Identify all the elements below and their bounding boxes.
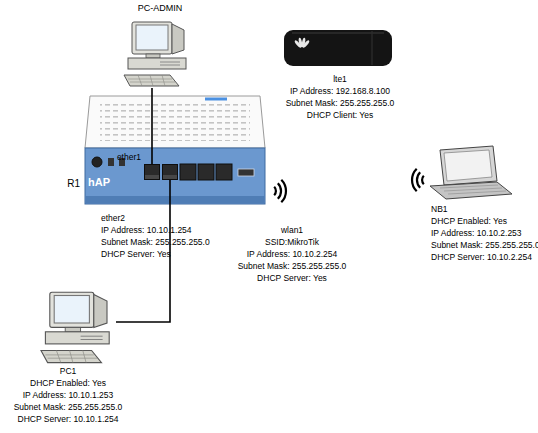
lte-dongle-body [284, 30, 392, 66]
device-text: DHCP Server: 10.10.1.254 [3, 414, 133, 425]
computer-node: PC1DHCP Enabled: YesIP Address: 10.10.1.… [38, 288, 116, 360]
device-text: DHCP Server: Yes [212, 273, 372, 284]
router-base [86, 196, 265, 204]
brand-label: hAP [88, 176, 122, 188]
power-jack [92, 157, 102, 167]
dongle-highlight [292, 32, 384, 33]
ethernet-cable [151, 88, 153, 164]
device-text: IP Address: 10.10.2.254 [212, 249, 372, 260]
router-front [85, 148, 265, 204]
router-led-strip [205, 98, 227, 101]
laptop-base [430, 182, 512, 199]
ethernet-port [198, 164, 214, 180]
device-text: Subnet Mask: 255.255.255.0 [260, 98, 420, 109]
laptop-lid [440, 146, 497, 185]
device-text: ether2 [101, 213, 241, 224]
admin-computer-icon [124, 22, 186, 86]
pc1-computer-icon [41, 292, 109, 362]
device-text: lte1 [260, 74, 420, 85]
router-vents [100, 103, 250, 141]
device-text: R1 [50, 178, 80, 189]
device-text: wlan1 [212, 225, 372, 236]
device-text: DHCP Client: Yes [260, 110, 420, 121]
device-text: Subnet Mask: 255.255.255.0 [212, 261, 372, 272]
ethernet-port [216, 164, 232, 180]
wifi-waves [274, 180, 286, 203]
laptop-screen [444, 150, 492, 181]
device-text: Subnet Mask: 255.255.255.0 [3, 402, 133, 413]
router-top [85, 96, 265, 148]
ethernet-port: ether2IP Address: 10.10.1.254Subnet Mask… [162, 164, 178, 180]
device-text: PC-ADMIN [100, 3, 220, 14]
device-text: DHCP Enabled: Yes [3, 378, 133, 389]
router-button [108, 158, 114, 166]
dongle-logo [294, 37, 310, 48]
device-text: PC1 [3, 366, 133, 377]
router-node: R1ether1ether2IP Address: 10.10.1.254Sub… [85, 96, 265, 204]
device-text: Subnet Mask: 255.255.255.0 [431, 240, 536, 251]
computer-node: PC-ADMIN [122, 20, 188, 88]
device-text: ether1 [101, 152, 141, 163]
device-text: DHCP Enabled: Yes [431, 216, 536, 227]
device-text: IP Address: 192.168.8.100 [260, 86, 420, 97]
ethernet-cable [116, 180, 170, 322]
ethernet-port [180, 164, 196, 180]
laptop-node: NB1DHCP Enabled: YesIP Address: 10.10.2.… [428, 144, 514, 202]
laptop-keys [440, 185, 506, 194]
device-text: IP Address: 10.10.1.253 [3, 390, 133, 401]
device-text: IP Address: 10.10.1.254 [101, 225, 241, 236]
lte-modem-node: lte1IP Address: 192.168.8.100Subnet Mask… [284, 30, 392, 66]
wifi-waves [412, 169, 424, 192]
logo-petal [302, 39, 310, 48]
device-text: NB1 [431, 204, 536, 215]
dongle-cap-line [371, 31, 372, 65]
device-text: SSID:MikroTik [212, 237, 372, 248]
usb-port [238, 169, 254, 176]
ethernet-port: ether1 [144, 164, 160, 180]
device-text: DHCP Server: Yes [101, 249, 241, 260]
device-text: IP Address: 10.10.2.253 [431, 228, 536, 239]
device-text: Subnet Mask: 255.255.255.0 [101, 237, 241, 248]
device-text: DHCP Server: 10.10.2.254 [431, 252, 536, 263]
wireless-interface-node: wlan1SSID:MikroTikIP Address: 10.10.2.25… [268, 176, 286, 206]
